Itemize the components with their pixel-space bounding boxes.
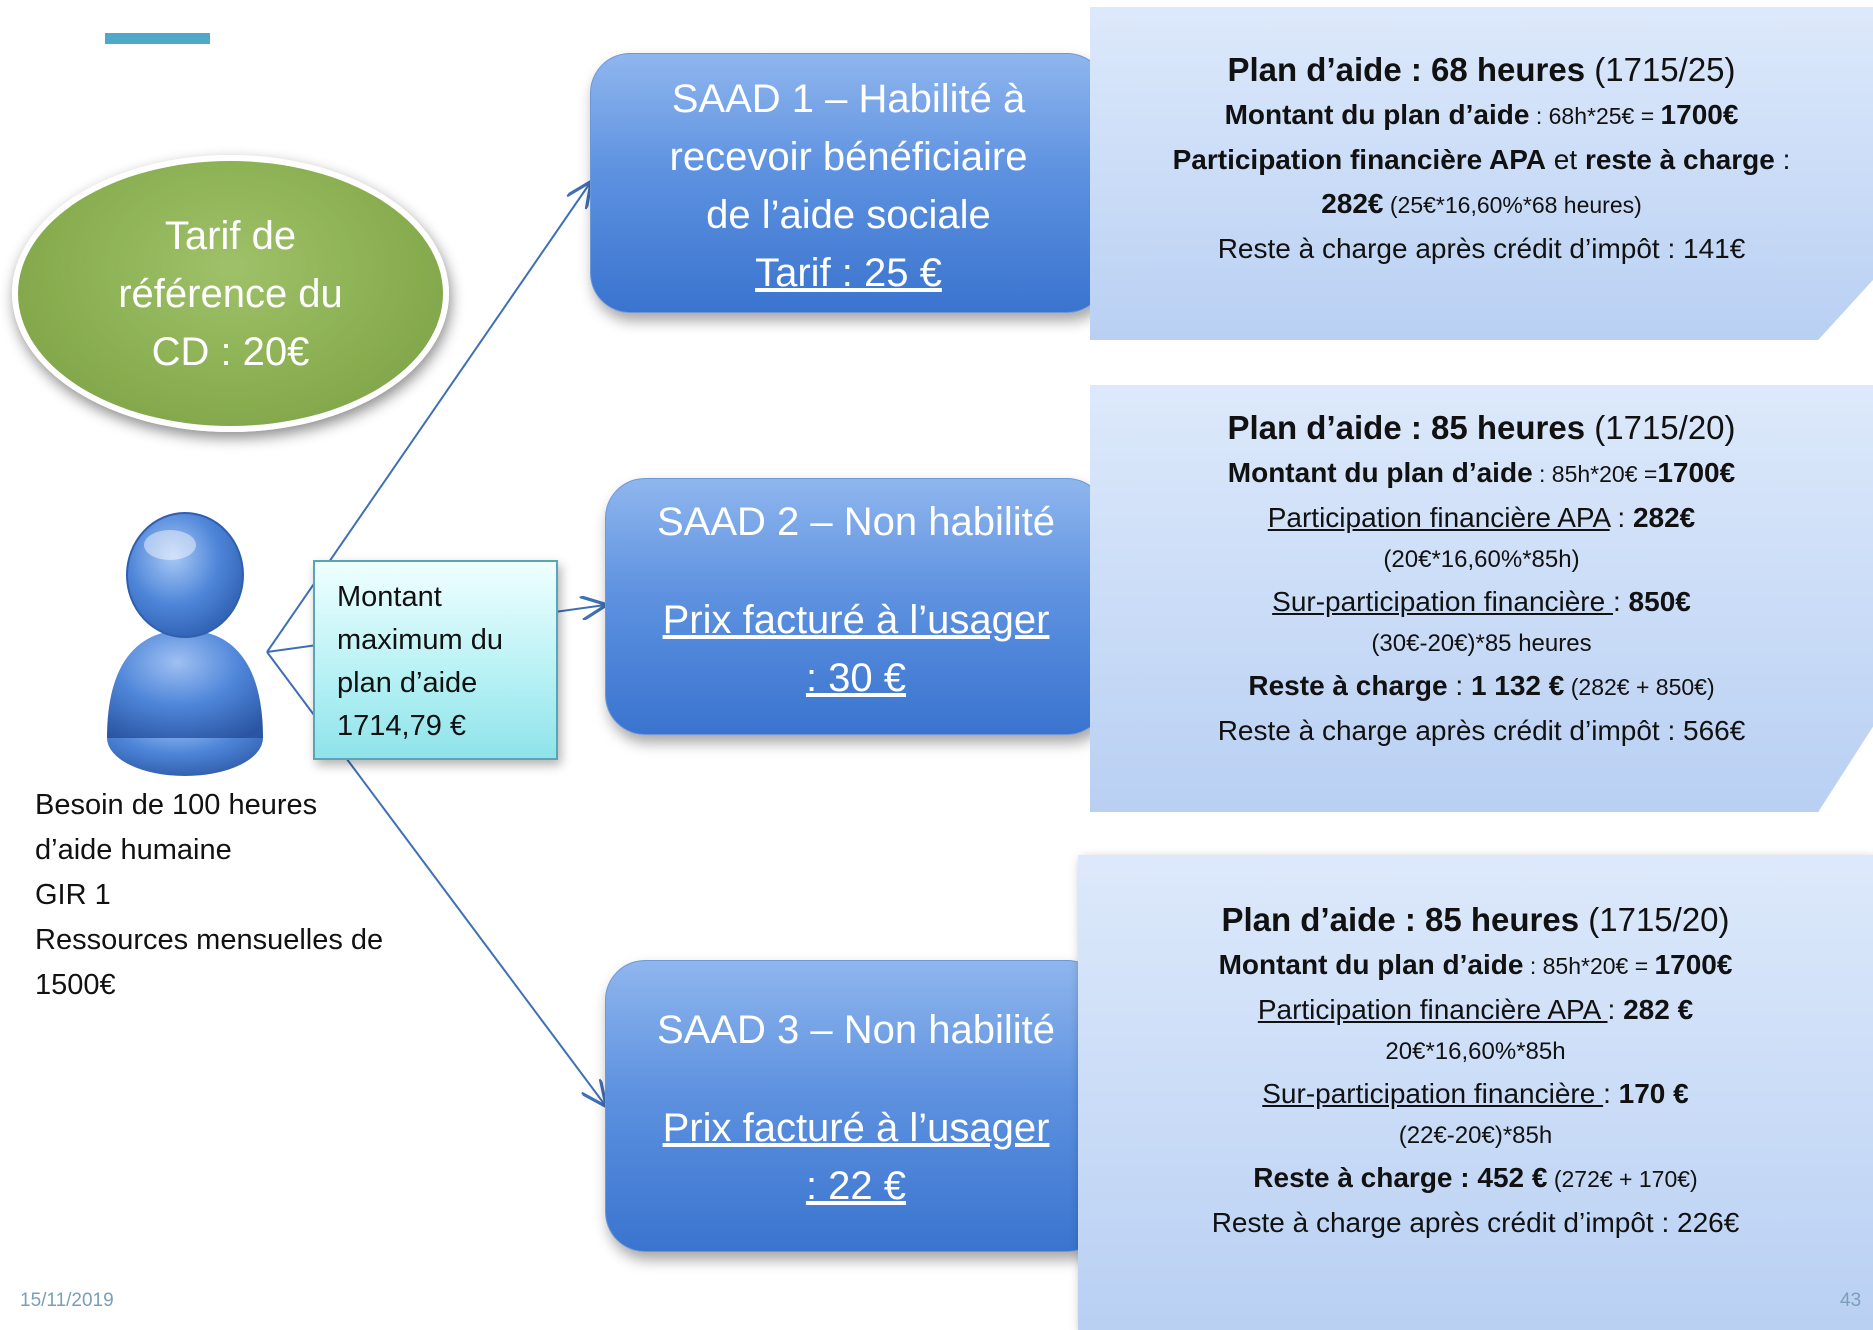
- saad1-box: SAAD 1 – Habilité à recevoir bénéficiair…: [590, 53, 1107, 313]
- info2-sur-calc: (30€-20€)*85 heures: [1371, 630, 1592, 657]
- description-line: d’aide humaine: [35, 834, 232, 866]
- footer-date: 15/11/2019: [20, 1290, 114, 1311]
- saad2-price-line: : 30 €: [805, 656, 907, 700]
- description-line: Ressources mensuelles de: [35, 924, 384, 956]
- saad1-title-line: de l’aide sociale: [706, 193, 991, 237]
- ellipse-line: référence du: [118, 271, 343, 316]
- saad1-price: Tarif : 25 €: [755, 251, 942, 295]
- info2-montant: Montant du plan d’aide : 85h*20€ =1700€: [1227, 457, 1736, 488]
- montant-line: Montant: [337, 581, 442, 613]
- info3-credit: Reste à charge après crédit d’impôt : 22…: [1211, 1207, 1740, 1238]
- info3-sur: Sur-participation financière : 170 €: [1262, 1078, 1689, 1109]
- info3-apa-calc: 20€*16,60%*85h: [1385, 1038, 1566, 1065]
- saad2-info-box: Plan d’aide : 85 heures (1715/20) Montan…: [1090, 385, 1873, 812]
- montant-line: 1714,79 €: [337, 710, 467, 742]
- info3-montant: Montant du plan d’aide : 85h*20€ = 1700€: [1218, 949, 1733, 980]
- saad3-price-line: Prix facturé à l’usager: [662, 1106, 1050, 1150]
- info3-plan: Plan d’aide : 85 heures (1715/20): [1221, 901, 1730, 938]
- description-line: Besoin de 100 heures: [35, 789, 318, 821]
- saad2-box: SAAD 2 – Non habilité Prix facturé à l’u…: [605, 478, 1107, 735]
- montant-line: plan d’aide: [337, 667, 478, 699]
- info2-credit: Reste à charge après crédit d’impôt : 56…: [1217, 715, 1746, 746]
- saad3-box: SAAD 3 – Non habilité Prix facturé à l’u…: [605, 960, 1107, 1252]
- person-icon: [107, 512, 263, 776]
- saad3-title: SAAD 3 – Non habilité: [656, 1008, 1055, 1052]
- info1-amount: 282€ (25€*16,60%*68 heures): [1321, 188, 1642, 219]
- info2-plan: Plan d’aide : 85 heures (1715/20): [1227, 409, 1736, 446]
- saad2-price-line: Prix facturé à l’usager: [662, 598, 1050, 642]
- info2-rac: Reste à charge : 1 132 € (282€ + 850€): [1248, 670, 1715, 701]
- info1-participation: Participation financière APA et reste à …: [1172, 144, 1791, 175]
- info1-montant: Montant du plan d’aide : 68h*25€ = 1700€: [1224, 99, 1739, 130]
- info1-plan: Plan d’aide : 68 heures (1715/25): [1227, 51, 1736, 88]
- accent-bar: [105, 33, 210, 44]
- info3-sur-calc: (22€-20€)*85h: [1398, 1122, 1553, 1149]
- ellipse-line: CD : 20€: [151, 329, 310, 374]
- saad1-info-box: Plan d’aide : 68 heures (1715/25) Montan…: [1090, 7, 1873, 340]
- ellipse-line: Tarif de: [164, 213, 297, 258]
- saad1-title-line: SAAD 1 – Habilité à: [671, 77, 1026, 121]
- info2-apa: Participation financière APA : 282€: [1267, 502, 1696, 533]
- montant-line: maximum du: [337, 624, 503, 656]
- saad1-title-line: recevoir bénéficiaire: [669, 135, 1028, 179]
- saad3-price-line: : 22 €: [805, 1164, 907, 1208]
- saad3-info-box: Plan d’aide : 85 heures (1715/20) Montan…: [1078, 855, 1873, 1330]
- page-number: 43: [1840, 1290, 1862, 1311]
- max-plan-amount-box: Montant maximum du plan d’aide 1714,79 €: [313, 560, 558, 760]
- info1-credit: Reste à charge après crédit d’impôt : 14…: [1217, 233, 1746, 264]
- info2-sur: Sur-participation financière : 850€: [1272, 586, 1691, 617]
- beneficiary-description: Besoin de 100 heures d’aide humaine GIR …: [35, 783, 455, 1008]
- info2-apa-calc: (20€*16,60%*85h): [1383, 546, 1580, 573]
- description-line: 1500€: [35, 969, 116, 1001]
- reference-rate-ellipse: Tarif de référence du CD : 20€: [12, 155, 449, 432]
- description-line: GIR 1: [35, 879, 111, 911]
- saad2-title: SAAD 2 – Non habilité: [656, 500, 1055, 544]
- info3-apa: Participation financière APA : 282 €: [1257, 994, 1694, 1025]
- info3-rac: Reste à charge : 452 € (272€ + 170€): [1253, 1162, 1698, 1193]
